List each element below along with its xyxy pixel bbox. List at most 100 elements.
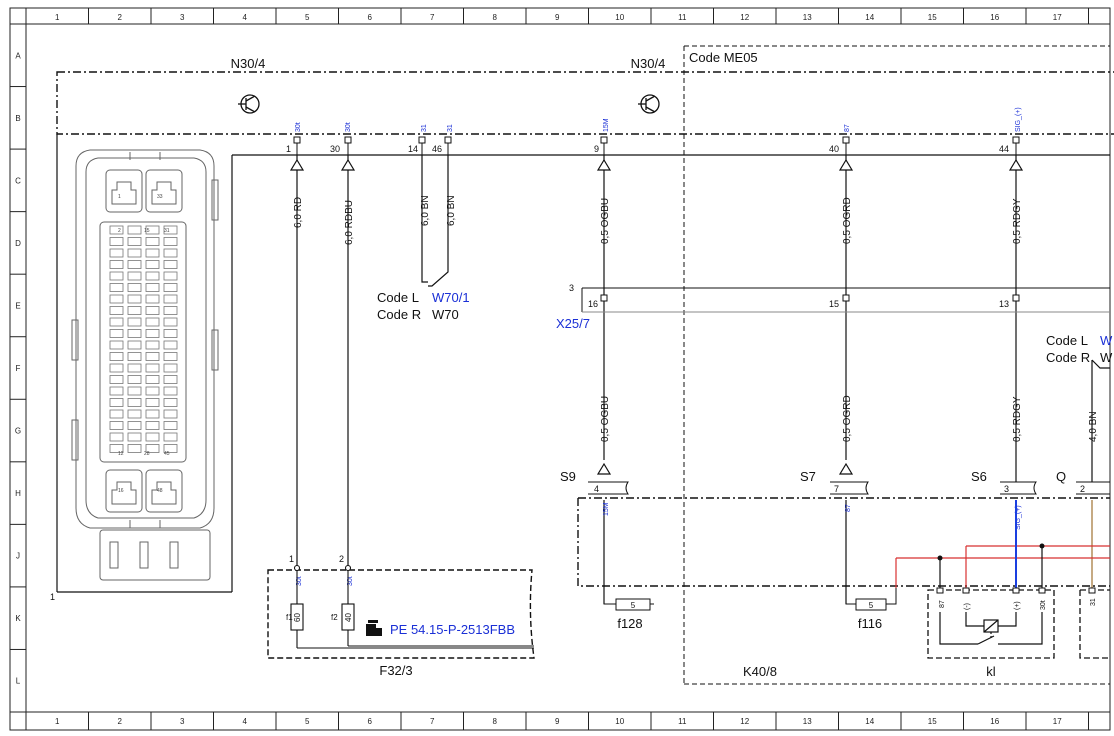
grid-column-label: 15 xyxy=(928,717,937,726)
connector-cavity xyxy=(127,444,142,453)
grid-column-label: 3 xyxy=(180,13,185,22)
f32-fuses xyxy=(290,564,534,649)
grid-row-label: G xyxy=(15,427,21,436)
plug-label-s9: S9 xyxy=(560,469,576,484)
code-r-value: W70 xyxy=(432,307,459,322)
n30-right-label: N30/4 xyxy=(631,56,666,71)
pin-contact xyxy=(1012,136,1020,144)
grid-row-label: L xyxy=(16,677,21,686)
grid-column-label: 14 xyxy=(865,717,874,726)
connector-cavity xyxy=(145,444,160,453)
connector-cavity xyxy=(145,432,160,442)
grid-column-label: 11 xyxy=(678,13,687,22)
wires xyxy=(296,155,1110,604)
connector-cavity xyxy=(127,317,142,327)
pin-signal: 87 xyxy=(844,124,851,132)
plug-label-q: Q xyxy=(1056,469,1066,484)
n30-left-label: N30/4 xyxy=(231,56,266,71)
connector-cavity xyxy=(145,409,160,419)
connector-cavity xyxy=(127,329,142,338)
code-r-label: Code R xyxy=(1046,350,1090,365)
grid-column-label: 3 xyxy=(180,717,185,726)
connector-cavity xyxy=(127,271,142,281)
cavity-number: 16 xyxy=(118,488,124,494)
fuse-name: f1 xyxy=(286,613,293,622)
wire-label: 0,5 OGBU xyxy=(600,396,611,442)
connector-cavity xyxy=(163,271,178,281)
connector-cavity xyxy=(145,375,160,384)
pin-number: 44 xyxy=(999,144,1009,154)
grid-column-label: 9 xyxy=(555,717,560,726)
pin-number: 40 xyxy=(829,144,839,154)
connector-cavity xyxy=(127,375,142,384)
k40-pin: 7 xyxy=(834,484,839,494)
connector-cavity xyxy=(145,363,160,373)
wire-label: 0,5 OGBU xyxy=(600,198,611,244)
wire-label: 0,5 RDGY xyxy=(1012,396,1023,442)
connector-cavity xyxy=(145,283,160,292)
pin-number: 14 xyxy=(408,144,418,154)
connector-cavity xyxy=(163,260,178,269)
relay-pin: 87 xyxy=(939,600,946,608)
wire-label: 6,0 BN xyxy=(420,195,431,226)
connector-cavity xyxy=(109,398,124,407)
grid-row-label: D xyxy=(15,239,21,248)
transistor-icon xyxy=(638,94,660,114)
grid-column-label: 13 xyxy=(803,717,812,726)
connector-cavity xyxy=(127,248,142,258)
frame xyxy=(9,7,1111,731)
fuse-f116 xyxy=(845,588,897,611)
fuse-rating: 5 xyxy=(631,601,636,610)
relay-kl-contacts xyxy=(936,587,1096,594)
relay-bus-wires xyxy=(895,500,1110,588)
relay-coil-icon xyxy=(939,612,1043,645)
x25-pin: 16 xyxy=(588,299,598,309)
connector-cavity xyxy=(127,260,142,269)
x25-label: X25/7 xyxy=(556,316,590,331)
connector-cavity xyxy=(109,260,124,269)
connector-cavity xyxy=(163,306,178,315)
relay-pin: 31 xyxy=(1090,598,1097,606)
connector-cavity xyxy=(145,421,160,430)
connector-cavity xyxy=(109,363,124,373)
transistor-icon xyxy=(238,94,260,114)
grid-column-label: 16 xyxy=(990,13,999,22)
pe-reference-link[interactable]: PE 54.15-P-2513FBB xyxy=(390,622,515,637)
x25-pin: 15 xyxy=(829,299,839,309)
connector-cavity xyxy=(109,271,124,281)
fuse-pin: 1 xyxy=(289,554,294,564)
relay-pin: (+) xyxy=(1014,601,1021,610)
grid-column-label: 12 xyxy=(740,13,749,22)
grid-row-label: K xyxy=(15,614,21,623)
grid-row-label: E xyxy=(15,301,20,310)
x25-connector xyxy=(581,287,1110,313)
connector-cavity xyxy=(109,340,124,350)
grid-column-label: 4 xyxy=(243,717,248,726)
cavity-number: 2 xyxy=(118,228,121,234)
connector-cavity xyxy=(163,317,178,327)
connector-cavity xyxy=(163,283,178,292)
plug-label-s7: S7 xyxy=(800,469,816,484)
pin-signal: SIG_(+) xyxy=(1015,107,1022,132)
wire-label: 6,0 BN xyxy=(446,195,457,226)
grid-column-label: 6 xyxy=(368,717,373,726)
grid-column-label: 10 xyxy=(615,717,624,726)
pin-contact xyxy=(344,136,352,144)
connector-cavity xyxy=(163,329,178,338)
grid-column-label: 8 xyxy=(493,13,498,22)
connector-cavity xyxy=(145,398,160,407)
cavity-number: 48 xyxy=(157,488,163,494)
grid-column-label: 8 xyxy=(493,717,498,726)
fuse-label-f128: f128 xyxy=(617,616,642,631)
connector-cavity xyxy=(127,386,142,396)
fuse-rating: 40 xyxy=(344,613,353,622)
connector-cavity xyxy=(127,283,142,292)
connector-cavity xyxy=(145,352,160,361)
grid-column-label: 7 xyxy=(430,13,435,22)
code-r-label: Code R xyxy=(377,307,421,322)
connector-cavity xyxy=(145,386,160,396)
junction-dots xyxy=(937,543,1045,561)
connector-cavity xyxy=(109,375,124,384)
wire-label: 6,0 RDBU xyxy=(344,200,355,245)
